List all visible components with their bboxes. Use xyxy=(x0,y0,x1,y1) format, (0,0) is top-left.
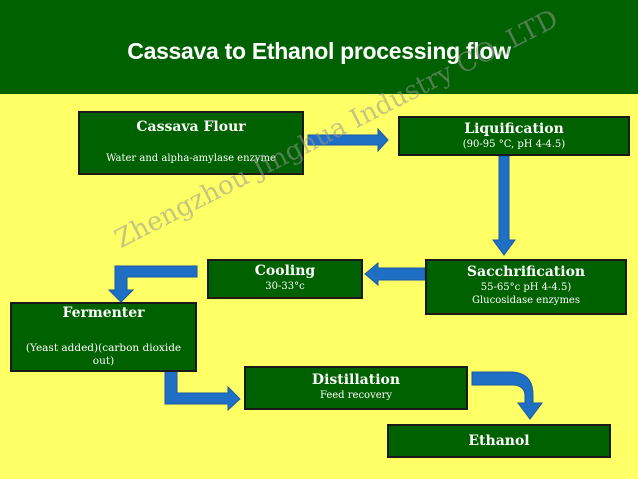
arrow-elbow-cooling-to-fermenter xyxy=(107,265,198,303)
step-detail: 30-33°c xyxy=(265,281,305,292)
step-distillation: Distillation Feed recovery xyxy=(244,366,468,410)
step-detail: (Yeast added)(carbon dioxide out) xyxy=(25,342,182,367)
step-title: Distillation xyxy=(311,372,401,388)
step-title: Ethanol xyxy=(468,433,530,449)
arrow-elbow-fermenter-to-distillation xyxy=(164,365,241,412)
step-fermenter: Fermenter (Yeast added)(carbon dioxide o… xyxy=(10,302,197,372)
step-title: Sacchrification xyxy=(466,264,586,280)
step-title: Fermenter xyxy=(62,305,145,321)
arrow-right-flour-to-liquification xyxy=(307,127,389,153)
step-title: Liquification xyxy=(464,121,564,137)
step-ethanol: Ethanol xyxy=(387,424,611,458)
step-detail: 55-65°c pH 4-4.5) xyxy=(480,282,572,293)
step-detail: Feed recovery xyxy=(319,390,393,401)
page-title: Cassava to Ethanol processing flow xyxy=(127,38,511,64)
header-bar xyxy=(0,0,638,94)
step-liquification: Liquification (90-95 °C, pH 4-4.5) xyxy=(398,116,630,156)
step-cooling: Cooling 30-33°c xyxy=(207,259,363,299)
step-cassava-flour: Cassava Flour Water and alpha-amylase en… xyxy=(78,111,304,175)
step-title: Cassava Flour xyxy=(136,119,246,135)
step-title: Cooling xyxy=(254,263,316,279)
arrow-down-liquification-to-sacchrification xyxy=(492,155,516,256)
step-sacchrification: Sacchrification 55-65°c pH 4-4.5) Glucos… xyxy=(425,259,627,315)
step-detail: (90-95 °C, pH 4-4.5) xyxy=(462,139,566,150)
step-detail: Water and alpha-amylase enzyme xyxy=(106,153,276,164)
step-detail-enzymes: Glucosidase enzymes xyxy=(472,295,580,306)
arrow-curve-distillation-to-ethanol xyxy=(471,371,543,420)
arrow-left-sacchrification-to-cooling xyxy=(364,261,426,287)
